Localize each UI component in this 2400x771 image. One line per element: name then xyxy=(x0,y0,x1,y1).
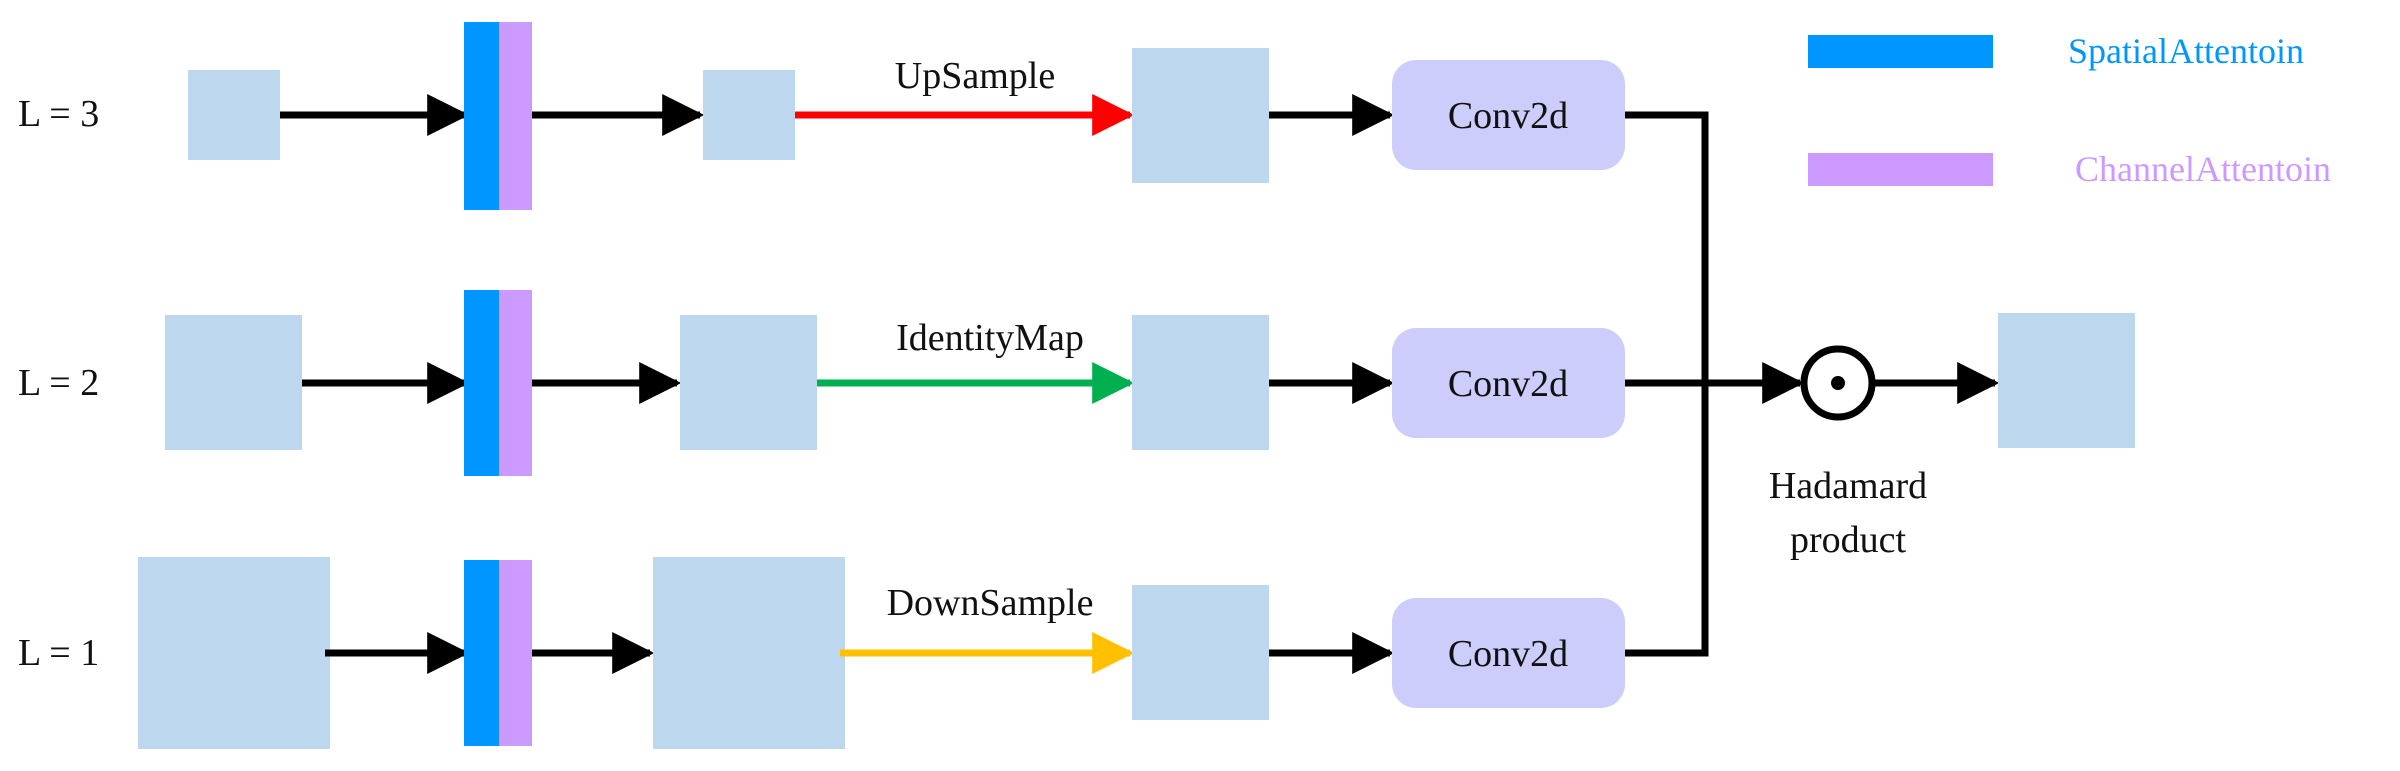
identitymap-label: IdentityMap xyxy=(896,317,1084,359)
upsample-label: UpSample xyxy=(895,55,1055,97)
spatial-attention-bar-l2 xyxy=(464,290,499,476)
hadamard-dot-icon xyxy=(1831,376,1845,390)
merge-connectors xyxy=(1625,111,1805,657)
hadamard-label-line2: product xyxy=(1790,519,1907,561)
attended-feature-block-l1 xyxy=(653,557,845,749)
attended-feature-block-l2 xyxy=(680,315,817,450)
conv2d-label-l2: Conv2d xyxy=(1448,363,1568,405)
legend: SpatialAttentoin ChannelAttentoin xyxy=(1808,31,2331,189)
conv2d-label-l1: Conv2d xyxy=(1448,633,1568,675)
level-3-row: L = 3 UpSample Conv2d xyxy=(18,22,1625,210)
channel-attention-bar-l2 xyxy=(499,290,532,476)
attended-feature-block-l3 xyxy=(703,70,795,160)
channel-attention-bar-l1 xyxy=(499,560,532,746)
output-feature-block xyxy=(1998,313,2135,448)
spatial-attention-bar-l1 xyxy=(464,560,499,746)
level-2-label: L = 2 xyxy=(18,362,99,404)
hadamard-label-line1: Hadamard xyxy=(1769,465,1927,507)
conv2d-box-l2 xyxy=(1392,328,1625,438)
resized-feature-block-l3 xyxy=(1132,48,1269,183)
legend-label-spatial: SpatialAttentoin xyxy=(2068,31,2304,71)
level-1-row: L = 1 DownSample Conv2d xyxy=(18,557,1625,749)
hadamard-product-node: Hadamard product xyxy=(1769,345,1927,561)
legend-label-channel: ChannelAttentoin xyxy=(2075,149,2331,189)
downsample-label: DownSample xyxy=(887,582,1094,624)
input-feature-block-l3 xyxy=(188,70,280,160)
conv2d-label-l3: Conv2d xyxy=(1448,95,1568,137)
conv2d-box-l3 xyxy=(1392,60,1625,170)
level-1-label: L = 1 xyxy=(18,632,99,674)
conv2d-box-l1 xyxy=(1392,598,1625,708)
legend-swatch-spatial xyxy=(1808,35,1993,68)
spatial-attention-bar-l3 xyxy=(464,22,499,210)
resized-feature-block-l2 xyxy=(1132,315,1269,450)
channel-attention-bar-l3 xyxy=(499,22,532,210)
legend-swatch-channel xyxy=(1808,153,1993,186)
level-2-row: L = 2 IdentityMap Conv2d xyxy=(18,290,1625,476)
level-3-label: L = 3 xyxy=(18,93,99,135)
input-feature-block-l1 xyxy=(138,557,330,749)
input-feature-block-l2 xyxy=(165,315,302,450)
resized-feature-block-l1 xyxy=(1132,585,1269,720)
